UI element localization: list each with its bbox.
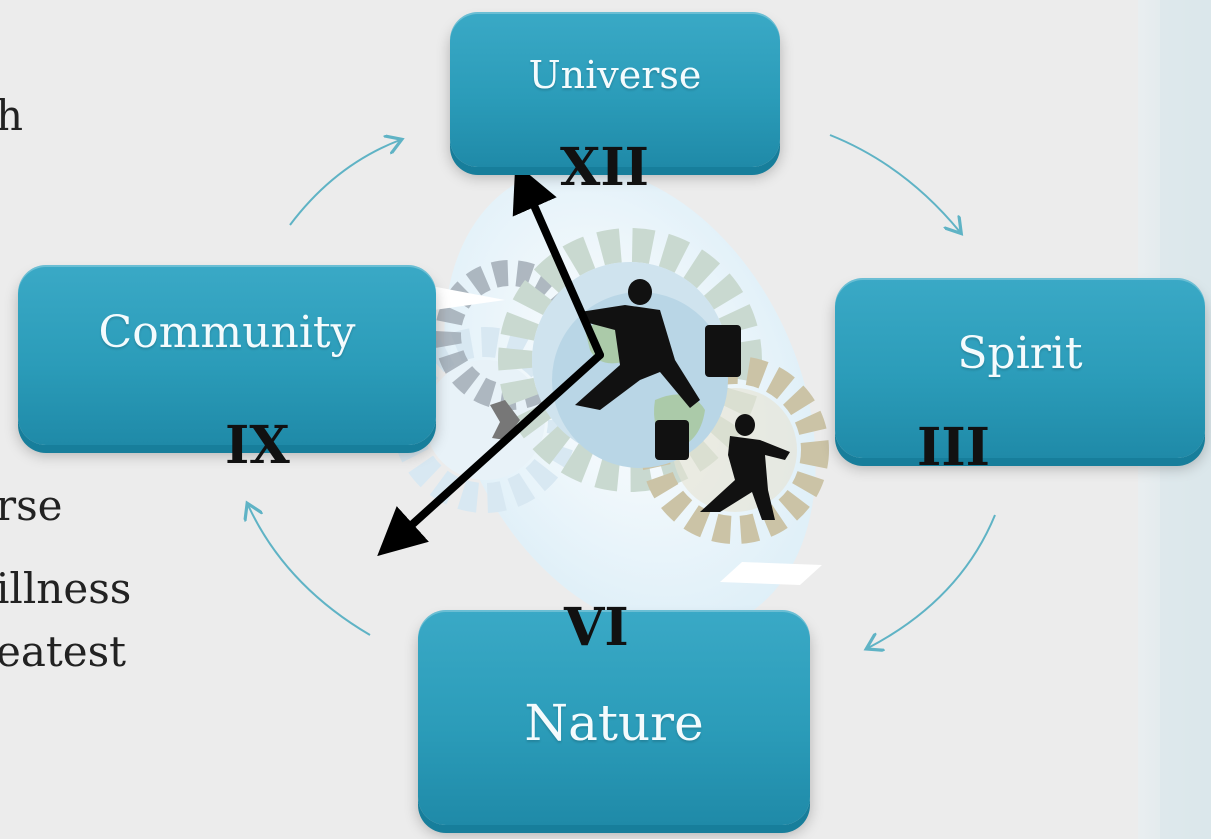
- node-nature: Nature: [418, 610, 810, 825]
- cycle-arrow-top-left: [289, 140, 400, 226]
- side-text-line-2: rse: [0, 481, 63, 530]
- numeral-six: VI: [564, 597, 629, 658]
- cycle-arrow-top-right: [829, 134, 960, 232]
- node-spirit-label: Spirit: [957, 327, 1083, 379]
- node-nature-label: Nature: [524, 693, 704, 752]
- side-text-line-3: illness: [0, 564, 132, 613]
- clock-hands-icon: [377, 163, 604, 557]
- cycle-arrow-bottom-right: [868, 514, 996, 648]
- node-community: Community: [18, 265, 436, 445]
- businessmen-running-icon: [490, 279, 790, 520]
- cycle-arrow-bottom-left: [248, 505, 371, 636]
- numeral-twelve: XII: [560, 137, 649, 198]
- node-spirit: Spirit: [835, 278, 1205, 458]
- side-text-line-1: h: [0, 91, 24, 140]
- numeral-three: III: [917, 417, 990, 478]
- node-community-label: Community: [98, 307, 356, 358]
- node-universe-label: Universe: [528, 52, 702, 97]
- numeral-nine: IX: [225, 415, 290, 476]
- side-text-line-4: eatest: [0, 627, 127, 676]
- node-universe: Universe: [450, 12, 780, 167]
